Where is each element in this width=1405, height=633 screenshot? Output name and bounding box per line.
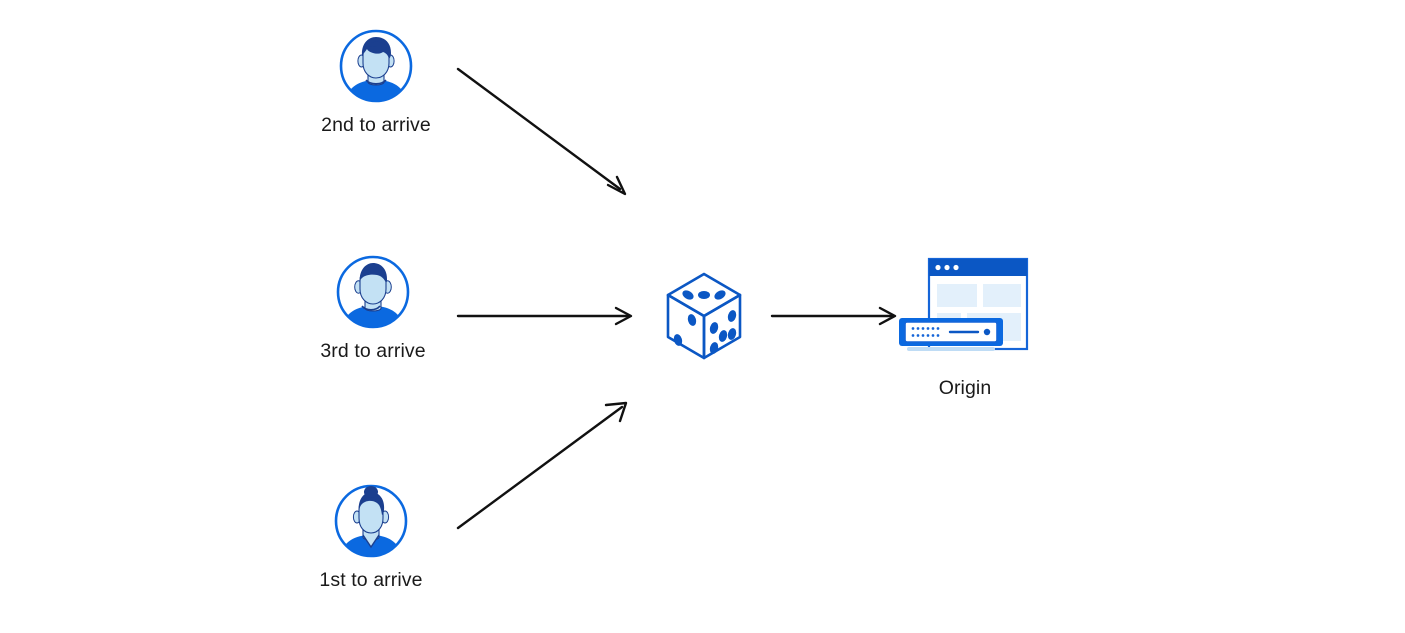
node-user-2nd[interactable]: 2nd to arrive: [312, 28, 440, 137]
node-user-1st[interactable]: 1st to arrive: [307, 483, 435, 592]
node-label: 1st to arrive: [319, 569, 423, 591]
server-device-icon: [899, 318, 1003, 351]
origin-server-icon: [895, 255, 1035, 363]
user-avatar-icon: [333, 483, 409, 559]
node-label: 2nd to arrive: [321, 114, 431, 136]
dice-pips-left: [673, 314, 697, 346]
node-label: Origin: [938, 377, 992, 399]
node-label: 3rd to arrive: [320, 340, 426, 362]
arrow-2nd-to-dice: [456, 67, 627, 196]
node-origin[interactable]: Origin: [895, 255, 1035, 400]
dice-pips-right: [709, 310, 737, 354]
dice-pips-top: [682, 290, 726, 300]
arrow-dice-to-origin: [770, 306, 897, 326]
node-dice[interactable]: [660, 268, 748, 374]
arrow-1st-to-dice: [456, 401, 628, 530]
arrow-3rd-to-dice: [456, 306, 633, 326]
dice-icon: [660, 268, 748, 364]
user-avatar-icon: [335, 254, 411, 330]
node-user-3rd[interactable]: 3rd to arrive: [309, 254, 437, 363]
user-avatar-icon: [338, 28, 414, 104]
